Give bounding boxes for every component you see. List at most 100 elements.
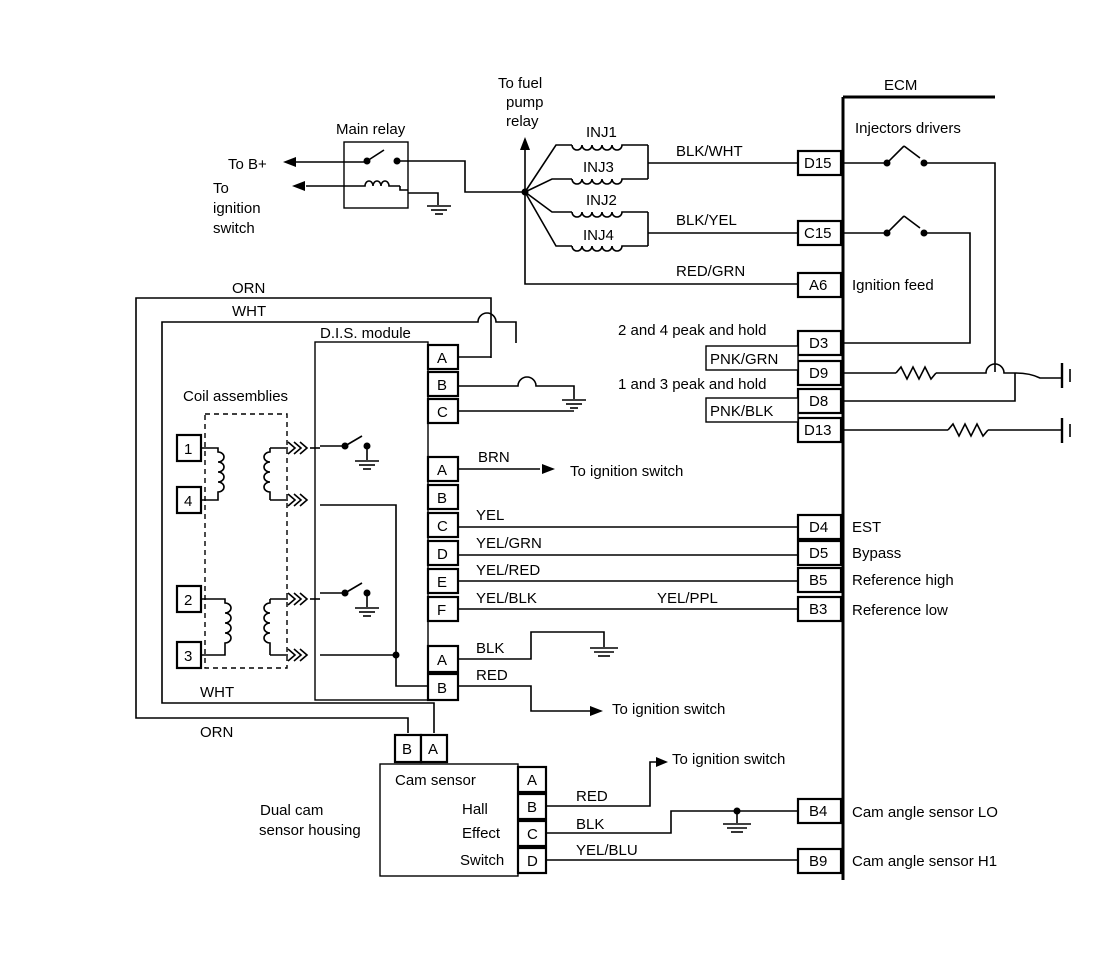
svg-text:B4: B4 xyxy=(809,803,827,820)
svg-text:D: D xyxy=(437,546,448,563)
svg-text:B: B xyxy=(437,680,447,697)
svg-text:A: A xyxy=(437,652,447,669)
yel-wire-label: YEL xyxy=(476,507,504,524)
svg-text:D9: D9 xyxy=(809,365,828,382)
svg-text:A: A xyxy=(527,772,537,789)
svg-text:C: C xyxy=(437,518,448,535)
cam-sensor-box xyxy=(379,763,519,877)
orn-top-label: ORN xyxy=(232,280,265,297)
svg-text:D3: D3 xyxy=(809,335,828,352)
svg-text:C15: C15 xyxy=(804,225,832,242)
ecm-pin-d8: D8 xyxy=(796,387,843,415)
blk-yel-wire-label: BLK/YEL xyxy=(676,212,737,229)
fuel-pump-label-2: pump xyxy=(506,94,544,111)
svg-text:D8: D8 xyxy=(809,393,828,410)
est-label: EST xyxy=(852,519,881,536)
injectors-drivers-label: Injectors drivers xyxy=(855,120,961,137)
dis-connector-2: A B C D E F xyxy=(426,455,460,623)
cam-hall-label: Hall xyxy=(462,801,488,818)
coil-assemblies: Coil assemblies 1 4 2 3 xyxy=(175,388,320,670)
reference-low-label: Reference low xyxy=(852,602,948,619)
svg-text:D15: D15 xyxy=(804,155,832,172)
dis-module-box xyxy=(314,341,429,701)
coil-terminal-4 xyxy=(175,485,203,515)
wht-bottom-label: WHT xyxy=(200,684,234,701)
ecm-pin-a6: A6 xyxy=(796,271,843,299)
inj1-coil xyxy=(571,144,648,151)
to-ign-switch-cam: To ignition switch xyxy=(672,751,785,768)
coil-terminal-3 xyxy=(175,640,203,670)
svg-text:B: B xyxy=(437,377,447,394)
pnk-blk-tag xyxy=(705,397,799,423)
inj3-coil xyxy=(571,178,648,185)
main-relay: Main relay To B+ To ignition switch xyxy=(213,121,525,237)
svg-text:A6: A6 xyxy=(809,277,827,294)
ecm-pin-b5: B5 xyxy=(796,566,843,594)
to-ignition-label-1: To xyxy=(213,180,229,197)
peak-hold-24-label: 2 and 4 peak and hold xyxy=(618,322,766,339)
orn-wht-harness: ORN WHT WHT ORN xyxy=(135,280,517,741)
ecm-block: ECM Injectors drivers Ignition feed EST … xyxy=(618,77,998,880)
yel-blk-wire-label: YEL/BLK xyxy=(476,590,537,607)
ecm-pin-b4: B4 xyxy=(796,797,843,825)
ecm-pin-c15: C15 xyxy=(796,219,843,247)
svg-text:PNK/BLK: PNK/BLK xyxy=(710,403,773,420)
blk-cam-wire-label: BLK xyxy=(576,816,604,833)
cam-switch-label: Switch xyxy=(460,852,504,869)
wht-top-label: WHT xyxy=(232,303,266,320)
svg-text:E: E xyxy=(437,574,447,591)
ecm-pin-b9: B9 xyxy=(796,847,843,875)
svg-text:B: B xyxy=(437,490,447,507)
inj2-coil xyxy=(571,211,648,218)
to-ignition-label-2: ignition xyxy=(213,200,261,217)
svg-text:2: 2 xyxy=(184,592,192,609)
main-relay-box xyxy=(343,141,409,209)
red-grn-wire-label: RED/GRN xyxy=(676,263,745,280)
cam-angle-hi-label: Cam angle sensor H1 xyxy=(852,853,997,870)
ecm-pin-d13: D13 xyxy=(796,416,843,444)
to-ignition-label-3: switch xyxy=(213,220,255,237)
inj4-label: INJ4 xyxy=(583,227,614,244)
coil-assemblies-title: Coil assemblies xyxy=(183,388,288,405)
svg-text:B5: B5 xyxy=(809,572,827,589)
svg-text:D13: D13 xyxy=(804,422,832,439)
yel-blu-wire-label: YEL/BLU xyxy=(576,842,638,859)
resistor-d13 xyxy=(947,422,989,438)
main-relay-title: Main relay xyxy=(336,121,406,138)
svg-text:C: C xyxy=(437,404,448,421)
cam-top-connector: B A xyxy=(393,733,449,764)
orn-wire xyxy=(135,297,492,733)
dis-connector-3: A B xyxy=(426,644,460,702)
fuel-pump-label-3: relay xyxy=(506,113,539,130)
blk-wire-label: BLK xyxy=(476,640,504,657)
coil-dashed-frame xyxy=(204,413,288,669)
svg-text:4: 4 xyxy=(184,493,192,510)
blk-wht-wire-label: BLK/WHT xyxy=(676,143,743,160)
ecm-pin-d5: D5 xyxy=(796,539,843,567)
to-ign-switch-red: To ignition switch xyxy=(612,701,725,718)
dis-module: D.I.S. module A B C A B C D E xyxy=(314,325,586,702)
resistor-d9 xyxy=(895,365,937,381)
pnk-tags: PNK/GRN PNK/BLK xyxy=(705,345,799,423)
inj3-label: INJ3 xyxy=(583,159,614,176)
ecm-pin-b3: B3 xyxy=(796,595,843,623)
svg-text:PNK/GRN: PNK/GRN xyxy=(710,351,778,368)
ignition-feed-label: Ignition feed xyxy=(852,277,934,294)
dis-module-title: D.I.S. module xyxy=(320,325,411,342)
injector-bank: INJ1 INJ3 INJ2 INJ4 BLK/WHT BLK/YEL RED/… xyxy=(524,124,798,280)
cam-sensor-title: Cam sensor xyxy=(395,772,476,789)
svg-text:A: A xyxy=(437,462,447,479)
red-cam-wire-label: RED xyxy=(576,788,608,805)
to-bplus-label: To B+ xyxy=(228,156,267,173)
ecm-pin-d15: D15 xyxy=(796,149,843,177)
yel-grn-wire-label: YEL/GRN xyxy=(476,535,542,552)
ecm-title: ECM xyxy=(884,77,917,94)
yel-ppl-wire-label: YEL/PPL xyxy=(657,590,718,607)
svg-text:B: B xyxy=(402,741,412,758)
svg-text:3: 3 xyxy=(184,648,192,665)
brn-wire-label: BRN xyxy=(478,449,510,466)
yel-red-wire-label: YEL/RED xyxy=(476,562,540,579)
to-ign-switch-brn: To ignition switch xyxy=(570,463,683,480)
ecm-pins: D15 C15 A6 D3 D9 D8 D13 D4 D5 B5 B3 B4 B… xyxy=(796,149,843,875)
svg-text:D4: D4 xyxy=(809,519,828,536)
